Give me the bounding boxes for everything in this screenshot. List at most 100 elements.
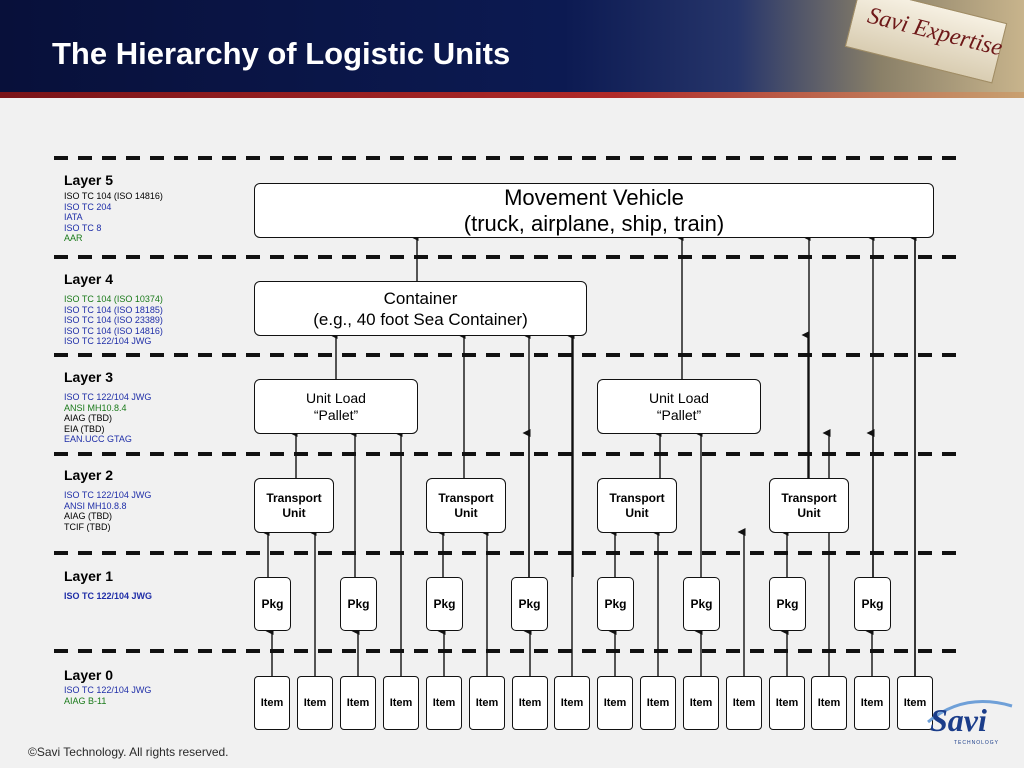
header-stripe [0,92,1024,98]
standard-entry: ISO TC 8 [64,222,102,233]
movement-vehicle-box-label: Movement Vehicle [504,184,684,210]
movement-vehicle-box-label: (truck, airplane, ship, train) [463,210,725,236]
pkg-box-2: Pkg [340,577,377,631]
item-box-16-label: Item [903,697,927,709]
pkg-box-1-label: Pkg [261,597,284,611]
standard-entry: EAN.UCC GTAG [64,434,132,445]
item-box-13-label: Item [775,697,799,709]
item-box-14-label: Item [817,697,841,709]
item-box-6: Item [469,676,505,730]
item-box-15: Item [854,676,890,730]
standard-entry: ISO TC 122/104 JWG [64,685,152,695]
standard-entry: ISO TC 204 [64,201,112,212]
item-box-13: Item [769,676,805,730]
standard-entry: ISO TC 104 (ISO 23389) [64,315,163,326]
unit-load-box-2: Unit Load“Pallet” [597,379,761,434]
standard-entry: ANSI MH10.8.4 [64,402,127,413]
page-title: The Hierarchy of Logistic Units [52,36,511,71]
layer-title-2: Layer 2 [64,467,114,483]
item-box-10: Item [640,676,676,730]
item-box-1: Item [254,676,290,730]
item-box-12-label: Item [732,697,756,709]
logo-subtext: TECHNOLOGY [954,740,1000,746]
item-box-8: Item [554,676,590,730]
standard-entry: ISO TC 122/104 JWG [64,490,152,500]
pkg-box-7-label: Pkg [776,597,799,611]
logo-swoosh [927,700,1013,724]
pkg-box-3: Pkg [426,577,463,631]
item-box-8-label: Item [560,697,584,709]
transport-unit-box-3-label: Transport [609,490,665,505]
transport-unit-box-1-label: Transport [266,490,322,505]
copyright-notice: ©Savi Technology. All rights reserved. [28,745,229,759]
item-box-5-label: Item [432,697,456,709]
layer-title-0: Layer 0 [64,667,114,683]
item-box-6-label: Item [475,697,499,709]
pkg-box-6: Pkg [683,577,720,631]
standard-entry: AIAG (TBD) [64,413,113,424]
standard-entry: ISO TC 104 (ISO 14816) [64,325,163,336]
transport-unit-box-2-label: Transport [438,490,494,505]
pkg-box-5: Pkg [597,577,634,631]
pkg-box-3-label: Pkg [433,597,456,611]
item-box-14: Item [811,676,847,730]
unit-load-box-1-label: “Pallet” [313,406,359,423]
item-box-9: Item [597,676,633,730]
standard-entry: ANSI MH10.8.8 [64,500,127,511]
transport-unit-box-3-label: Unit [625,505,649,520]
pkg-box-7: Pkg [769,577,806,631]
pkg-box-5-label: Pkg [604,597,627,611]
item-box-7-label: Item [518,697,542,709]
standard-entry: ISO TC 104 (ISO 10374) [64,294,163,304]
standard-entry: ISO TC 122/104 JWG [64,336,152,347]
unit-load-box-1-label: Unit Load [306,389,366,406]
item-box-2: Item [297,676,333,730]
item-box-3-label: Item [346,697,370,709]
item-box-12: Item [726,676,762,730]
standard-entry: ISO TC 122/104 JWG [64,392,152,402]
pkg-box-4: Pkg [511,577,548,631]
standard-entry: ISO TC 122/104 JWG [64,591,153,601]
pkg-box-1: Pkg [254,577,291,631]
item-box-7: Item [512,676,548,730]
item-box-4: Item [383,676,419,730]
header-bar: Savi Expertise The Hierarchy of Logistic… [0,0,1024,98]
standard-entry: AIAG B-11 [64,695,107,706]
container-box-label: (e.g., 40 foot Sea Container) [313,309,528,329]
container-box: Container(e.g., 40 foot Sea Container) [254,281,587,336]
transport-unit-box-1-label: Unit [282,505,306,520]
pkg-box-8-label: Pkg [861,597,884,611]
pkg-box-8: Pkg [854,577,891,631]
transport-unit-box-2-label: Unit [454,505,478,520]
standard-entry: ISO TC 104 (ISO 14816) [64,191,163,201]
standard-entry: EIA (TBD) [64,423,105,434]
item-box-2-label: Item [303,697,327,709]
item-box-16: Item [897,676,933,730]
item-box-15-label: Item [860,697,884,709]
layer-title-3: Layer 3 [64,369,114,385]
item-box-1-label: Item [260,697,284,709]
item-box-10-label: Item [646,697,670,709]
unit-load-box-1: Unit Load“Pallet” [254,379,418,434]
standard-entry: TCIF (TBD) [64,521,111,532]
item-box-11: Item [683,676,719,730]
unit-load-box-2-label: Unit Load [649,389,709,406]
layer-standards-1: ISO TC 122/104 JWG [64,591,152,602]
item-box-5: Item [426,676,462,730]
item-box-9-label: Item [603,697,627,709]
layer-title-1: Layer 1 [64,568,114,584]
item-box-3: Item [340,676,376,730]
layer-standards-4: ISO TC 104 (ISO 10374)ISO TC 104 (ISO 18… [64,294,163,347]
layer-title-4: Layer 4 [64,271,114,287]
pkg-box-4-label: Pkg [518,597,541,611]
item-box-11-label: Item [689,697,713,709]
unit-load-box-2-label: “Pallet” [656,406,702,423]
container-box-label: Container [383,288,458,308]
